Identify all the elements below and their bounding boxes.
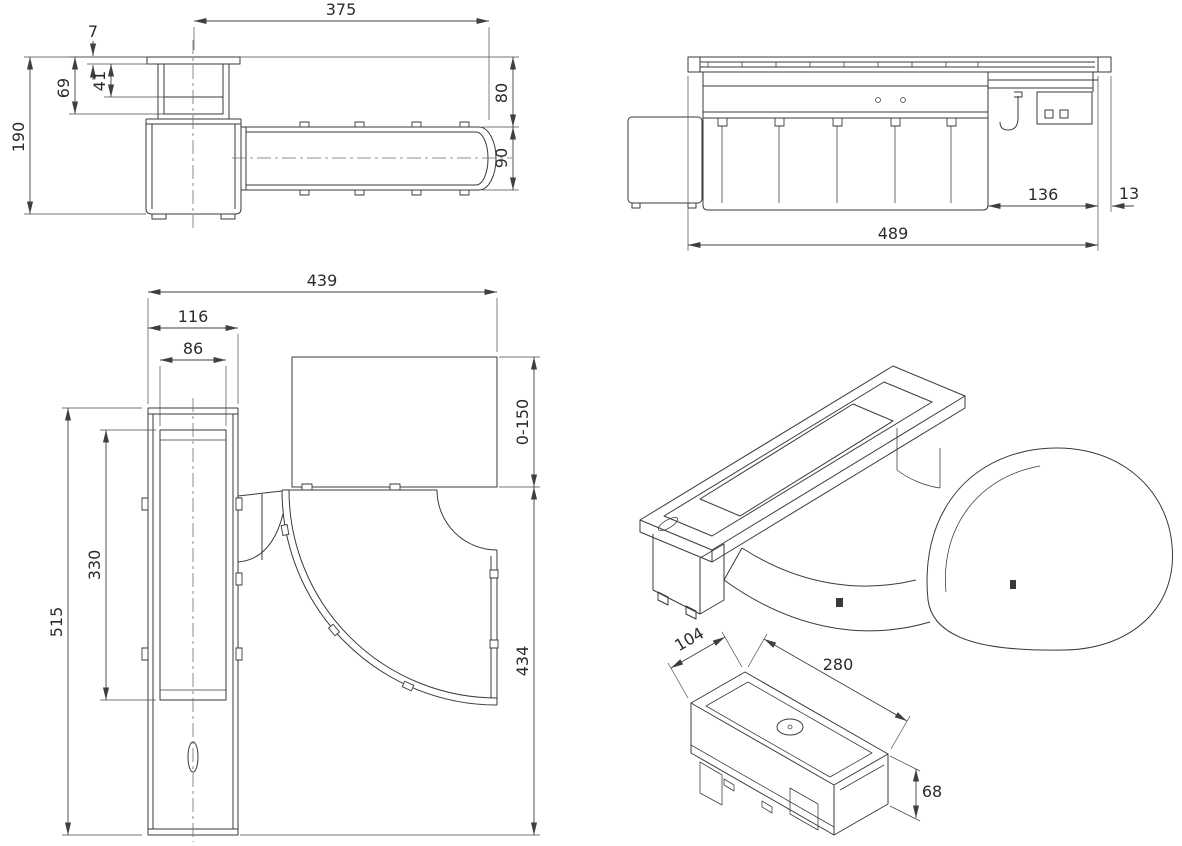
dim-280: 280: [747, 633, 911, 750]
unit-body: [702, 72, 989, 211]
tower-elbow-adapter: [237, 490, 284, 563]
dim-extension-lines: [240, 56, 519, 128]
telescopic-duct: [291, 356, 498, 488]
right-mechanism: [988, 72, 1098, 131]
dim-extension-lines: [24, 56, 147, 215]
inlet-flange-and-box: [146, 56, 241, 119]
worktop-slab: [687, 56, 1112, 73]
dim-439: 439: [147, 271, 498, 404]
dim-90: 90: [482, 127, 519, 191]
elbow-arc-clip: [327, 623, 341, 637]
dim-68: 68: [889, 755, 942, 822]
dim-434-label: 434: [513, 646, 532, 677]
dim-515: 515: [47, 407, 142, 836]
iso-left-body: [652, 534, 725, 620]
hanger-clips: [717, 117, 957, 127]
dim-13-label: 13: [1119, 184, 1139, 203]
dim-68-label: 68: [922, 782, 942, 801]
dim-extension-lines: [159, 366, 227, 426]
filter-block: [627, 116, 703, 204]
screw-mark: [875, 97, 881, 103]
elbow-joint-clips: [301, 483, 499, 649]
screw-mark: [900, 97, 906, 103]
dim-13: 13: [1110, 76, 1139, 212]
filter-feet: [631, 203, 697, 209]
dim-extension-lines: [69, 56, 158, 65]
view-iso-assembly: [639, 365, 1174, 651]
dim-86: 86: [159, 339, 227, 426]
dim-0-150-label: 0-150: [513, 399, 532, 446]
dim-515-label: 515: [47, 607, 66, 638]
dim-136-label: 136: [1028, 185, 1059, 204]
dim-280-label: 280: [823, 655, 854, 674]
flat-duct-outline: [241, 126, 497, 191]
dim-41: 41: [90, 64, 164, 98]
grille-tick-marks: [707, 62, 979, 67]
view-side-left: 375 7 41 69 190 80: [9, 0, 519, 228]
drain-body-tub: [145, 118, 242, 220]
view-front: 439 116 86 515 330 0-150: [47, 271, 540, 842]
box-knockout-center: [787, 724, 793, 730]
dim-90-label: 90: [492, 148, 511, 168]
elbow-arc-clip: [280, 524, 290, 536]
dim-extension-lines: [747, 633, 911, 750]
tower-tabs: [141, 497, 243, 661]
iso-handle-slot: [657, 517, 679, 531]
dim-489: 489: [687, 76, 1098, 251]
dim-439-label: 439: [307, 271, 338, 290]
dim-116: 116: [148, 307, 239, 404]
dim-104: 104: [667, 623, 743, 699]
dim-extension-lines: [667, 631, 743, 699]
box-top-tray: [705, 681, 873, 778]
iso-ribbed-outlet-inner-line: [945, 465, 1041, 593]
dim-7-label: 7: [88, 22, 98, 41]
dim-extension-lines: [889, 755, 921, 822]
elbow-outline: [281, 486, 498, 706]
dim-69: 69: [54, 57, 164, 115]
dim-extension-lines: [147, 298, 498, 404]
iso-down-duct: [896, 428, 941, 489]
dim-80: 80: [240, 56, 519, 128]
iso-clip-marks: [836, 580, 1016, 607]
box-face-details: [690, 744, 885, 831]
dim-69-label: 69: [54, 78, 73, 98]
dim-136: 136: [988, 76, 1099, 251]
centerlines: [192, 40, 512, 228]
dim-extension-lines: [193, 27, 490, 120]
dim-190: 190: [9, 56, 147, 215]
duct-clip-marks: [299, 121, 470, 196]
baffle-lines: [721, 126, 952, 203]
vent-panel-bands: [160, 439, 226, 691]
dim-330: 330: [85, 429, 156, 701]
view-side-right: 136 13 489: [627, 56, 1139, 251]
dim-86-label: 86: [183, 339, 203, 358]
iso-ribbed-outlet: [926, 447, 1174, 651]
elbow-arc-clip: [401, 680, 415, 692]
dim-extension-lines: [62, 407, 142, 836]
dim-190-label: 190: [9, 122, 28, 153]
dim-434: 434: [240, 487, 540, 836]
dim-330-label: 330: [85, 550, 104, 581]
iso-worktop-slab: [639, 365, 966, 563]
dim-375-label: 375: [326, 0, 357, 19]
dim-489-label: 489: [878, 224, 909, 243]
iso-grille: [699, 403, 894, 517]
iso-elbow-band: [723, 547, 931, 632]
dim-375: 375: [193, 0, 490, 120]
dim-80-label: 80: [492, 83, 511, 103]
dim-41-label: 41: [90, 71, 109, 91]
dim-0-150: 0-150: [499, 356, 540, 488]
view-blower-box: 104 280 68: [667, 623, 942, 836]
dim-116-label: 116: [178, 307, 209, 326]
dim-7: 7: [69, 22, 158, 80]
tower-outline: [147, 407, 239, 836]
box-knockout: [776, 718, 804, 736]
dim-extension-lines: [100, 429, 156, 701]
